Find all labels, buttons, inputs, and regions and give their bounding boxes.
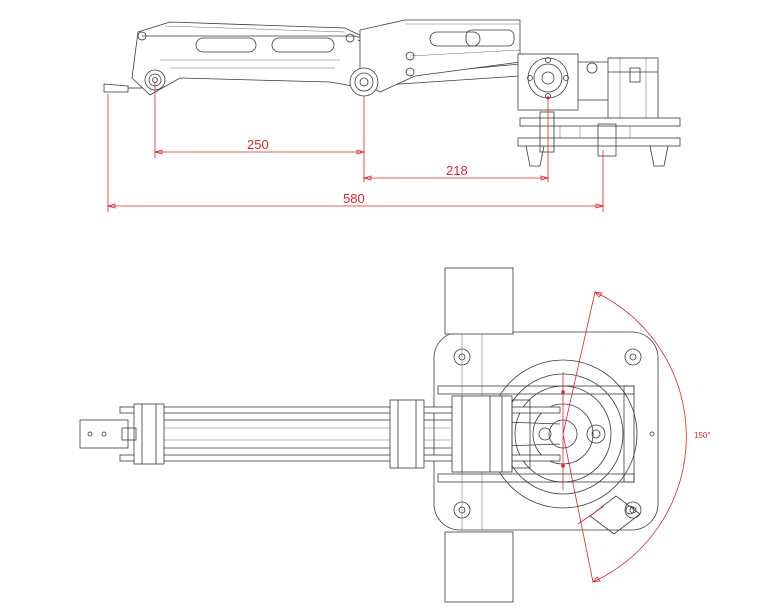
top-motor-bracket [577,495,641,535]
side-view: 250 218 580 [103,19,681,212]
side-shoulder-gearbox [517,53,610,111]
side-base-plates [517,111,681,167]
side-base-motor [607,57,659,121]
top-end-effector [79,419,137,449]
top-upper-block [444,267,514,335]
top-lower-block [444,531,514,603]
side-end-effector [103,83,142,93]
top-frame-rails [437,385,635,483]
side-forearm-link [131,21,371,96]
dimension-580: 580 [106,94,605,212]
dimension-150-degrees: 150° [562,291,711,583]
side-elbow-joint [349,67,379,97]
top-elbow-hub [389,399,425,469]
dimension-218-label: 218 [446,163,468,178]
dimension-218: 218 [362,100,550,182]
dimension-250: 250 [153,82,366,182]
dimension-580-label: 580 [343,191,365,206]
top-shoulder-hub [451,395,531,473]
dimension-250-label: 250 [247,137,269,152]
dimension-150-degrees-label: 150° [694,431,711,440]
top-view: 150° [79,267,711,603]
top-wrist-hub [133,403,165,465]
